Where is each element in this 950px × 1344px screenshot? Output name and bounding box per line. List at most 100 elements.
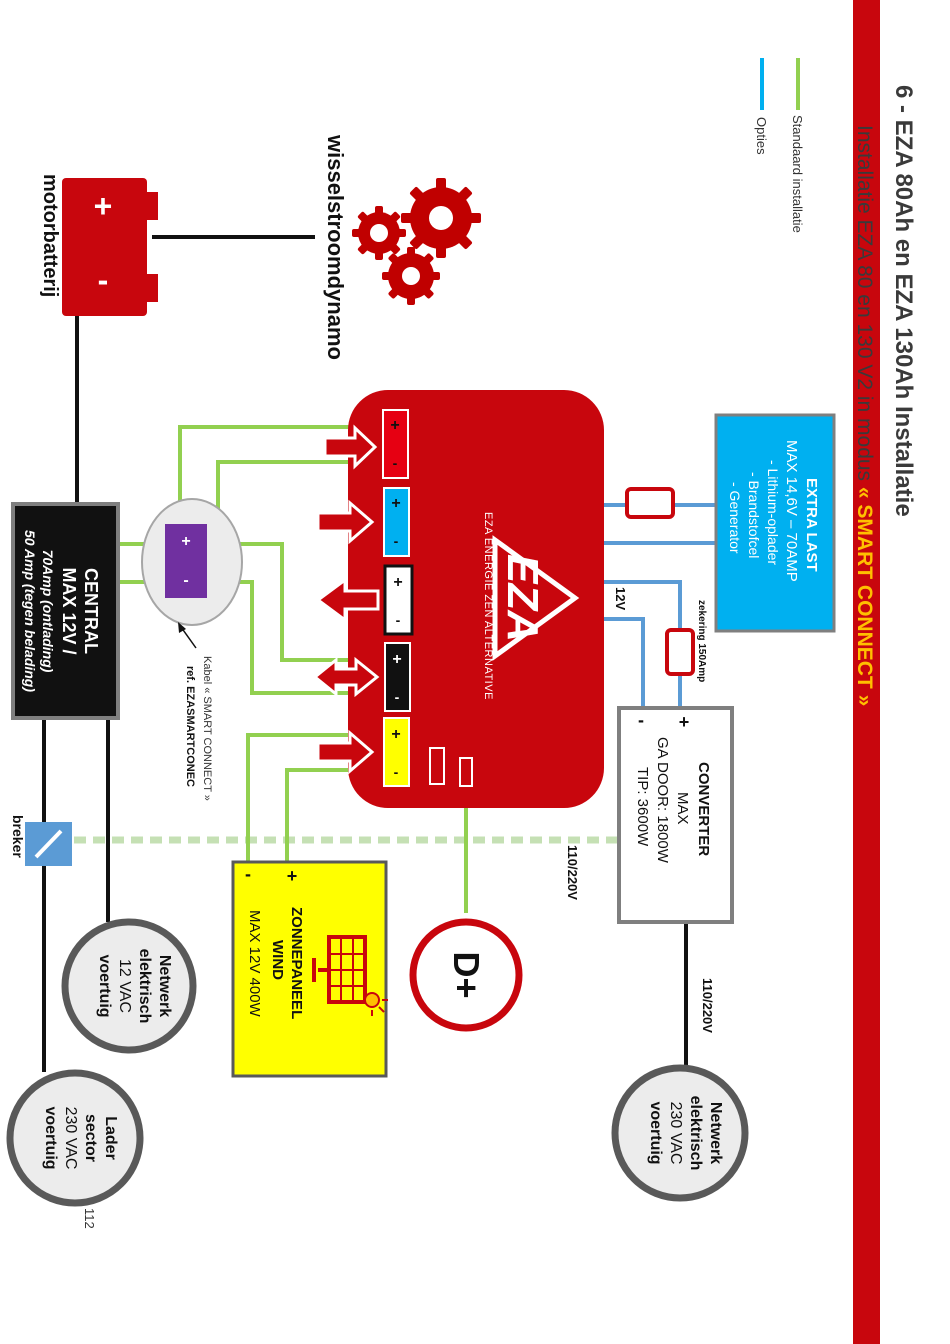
page-title: 6 - EZA 80Ah en EZA 130Ah Installatie [890,85,917,517]
smart-connector-body [165,524,207,598]
svg-text:-: - [98,262,109,298]
arrow-yellow-in [316,729,375,775]
terminal-red: + - [382,409,409,479]
arrow-blue-in [316,499,375,545]
cable-note-line-1: Kabel « SMART CONNECT » [201,656,213,801]
battery-label: motorbatterij [39,174,61,297]
side-bar [853,0,880,1344]
converter-input-voltage: 110/220V [565,845,580,900]
svg-text:+: + [393,574,402,591]
network-230v-line-4: voertuig [647,1101,664,1164]
dplus-label: D+ [446,951,487,998]
svg-text:-: - [393,455,398,471]
eza-logo: EZA [492,535,580,661]
svg-text:+: + [391,495,400,512]
converter-plus: + [679,712,690,732]
extra-load-line-5: - Generator [727,482,743,554]
network-12v-line-2: elektrisch [136,949,153,1024]
converter-line-3: GA DOOR: 1800W [654,737,671,864]
legend-options-label: Opties [754,117,769,155]
charger-sector-line-1: Lader [102,1116,119,1160]
subtitle-mode: « SMART CONNECT » [853,487,876,706]
network-230v-circle [611,1064,749,1202]
extra-load-line-3: - Lithium-oplader [765,460,781,565]
terminal-blue: + - [383,487,410,557]
battery-icon: + - [62,178,158,316]
page-number: 112 [82,1208,97,1229]
network-230v-line-2: elektrisch [687,1096,704,1171]
network-12v-line-3: 12 VAC [116,959,133,1013]
eza-voltage-label: 12V [613,587,628,610]
smart-connector-plus: + [181,533,190,550]
converter-line-4: TIP: 3600W [634,767,651,847]
breaker-lever [34,829,63,859]
cable-pointer-arrow [180,626,197,649]
legend-standard-label: Standaard installatie [790,115,805,233]
fuse-blue [625,487,675,519]
eza-logo-text: EZA [498,554,547,642]
network-230v-line-3: 230 VAC [667,1102,684,1165]
arrow-red-in [323,424,378,470]
gears-icon [352,178,481,305]
eza-logo-mark [492,535,580,661]
charger-sector-line-4: voertuig [42,1106,59,1169]
page-subtitle: Installatie EZA 80 en 130 V2 in modus « … [853,125,876,706]
extra-load-line-1: EXTRA LAST [803,478,820,572]
alternator-label: wisselstroomdynamo [323,134,348,360]
central-line-4: 50 Amp (tegen belading) [22,530,38,692]
charger-sector-circle [6,1069,144,1207]
converter-output-voltage: 110/220V [700,978,715,1033]
svg-text:-: - [395,689,400,705]
smart-connector-minus: - [183,572,188,589]
arrow-white-out [315,577,380,623]
svg-text:+: + [390,417,399,434]
breaker-label: breker [10,815,26,858]
charger-sector-line-2: sector [82,1114,99,1162]
network-12v-circle [61,918,197,1054]
subtitle-prefix: Installatie EZA 80 en 130 V2 in modus [853,125,876,487]
extra-load-line-4: - Brandstofcel [746,472,762,558]
converter-minus: - [638,710,644,730]
solar-line-1: ZONNEPANEEL [288,907,305,1019]
fuse-150a [665,628,695,676]
arrow-black-bidirectional [312,656,380,698]
wire-yellow-plus [246,733,395,862]
dplus-port-left [429,747,445,785]
svg-text:-: - [394,533,399,549]
solar-line-3: MAX 12V 400W [246,910,263,1018]
svg-text:-: - [394,764,399,780]
network-12v-line-1: Netwerk [156,955,173,1017]
cable-note-line-2: ref. EZASMARTCONEC [184,666,196,787]
svg-text:+: + [391,726,400,743]
fuse-150a-label: zekering 150Amp [696,600,707,682]
svg-text:+: + [94,188,113,224]
solar-minus: - [245,864,251,884]
converter-line-2: MAX [674,792,691,825]
dplus-port-right [459,757,473,787]
network-12v-line-4: voertuig [96,954,113,1017]
solar-plus: + [287,866,298,886]
solar-line-2: WIND [269,940,286,980]
extra-load-line-2: MAX 14,6V – 70AMP [783,440,800,582]
central-line-2: MAX 12V / [59,567,79,654]
solar-panel-icon [312,935,388,1016]
converter-box [617,706,734,924]
terminal-yellow: + - [383,717,410,787]
charger-sector-line-3: 230 VAC [62,1107,79,1170]
cable-pointer-head [178,622,186,633]
central-box [11,502,120,720]
extra-load-box [714,413,836,633]
svg-text:+: + [392,651,401,668]
terminal-white: + - [383,564,414,636]
terminal-black: + - [384,642,411,712]
svg-text:-: - [396,612,401,628]
dplus-circle [409,918,523,1032]
eza-caption: EZA ENERGIE ZEN ALTERNATIVE [482,512,494,700]
central-line-1: CENTRAL [81,568,101,654]
converter-line-1: CONVERTER [695,762,712,856]
eza-unit [348,390,604,808]
network-230v-line-1: Netwerk [707,1102,724,1164]
central-line-3: 70Amp (ontlading) [40,550,56,673]
